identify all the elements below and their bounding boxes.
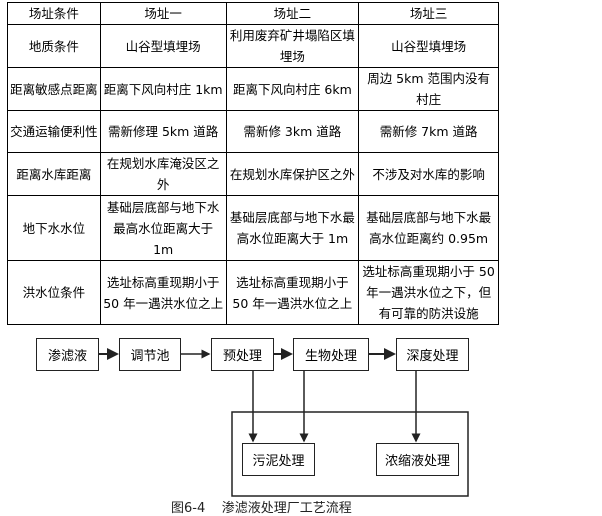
cell: 在规划水库淹没区之外 [99,152,227,196]
cell: 利用废弃矿井塌陷区填埋场 [225,24,360,68]
table-row: 洪水位条件选址标高重现期小于50 年一遇洪水位之上选址标高重现期小于50 年一遇… [7,260,499,325]
table-row: 地质条件山谷型填埋场利用废弃矿井塌陷区填埋场山谷型填埋场 [7,24,499,68]
cell: 交通运输便利性 [7,110,101,153]
concentrate-treatment-box: 浓缩液处理 [376,443,459,476]
biological-treatment-box: 生物处理 [293,338,369,371]
advanced-treatment-box: 深度处理 [396,338,469,371]
cell: 需新修 3km 道路 [225,110,360,153]
cell: 距离下风向村庄 1km [99,67,227,111]
cell: 选址标高重现期小于 50 年一遇洪水位之下，但有可靠的防洪设施 [358,260,499,325]
figure-caption: 图6-4 渗滤液处理厂工艺流程 [171,501,352,516]
treatment-group-frame [231,411,469,497]
cell: 山谷型填埋场 [99,24,227,68]
regulating-pool-box: 调节池 [119,338,181,371]
site-comparison-table: 场址条件 场址一 场址二 场址三 地质条件山谷型填埋场利用废弃矿井塌陷区填埋场山… [7,2,499,325]
leachate-box: 渗滤液 [36,338,99,371]
sludge-treatment-box: 污泥处理 [242,443,315,476]
cell: 地质条件 [7,24,101,68]
cell: 基础层底部与地下水最高水位距离大于 1m [99,195,227,261]
pretreatment-box: 预处理 [211,338,274,371]
cell: 选址标高重现期小于50 年一遇洪水位之上 [99,260,227,325]
cell: 周边 5km 范围内没有村庄 [358,67,499,111]
cell: 选址标高重现期小于50 年一遇洪水位之上 [225,260,360,325]
cell: 距离下风向村庄 6km [225,67,360,111]
cell: 洪水位条件 [7,260,101,325]
cell: 不涉及对水库的影响 [358,152,499,196]
table-row: 交通运输便利性需新修理 5km 道路需新修 3km 道路需新修 7km 道路 [7,110,499,153]
cell: 地下水水位 [7,195,101,261]
cell: 基础层底部与地下水最高水位距离大于 1m [225,195,360,261]
